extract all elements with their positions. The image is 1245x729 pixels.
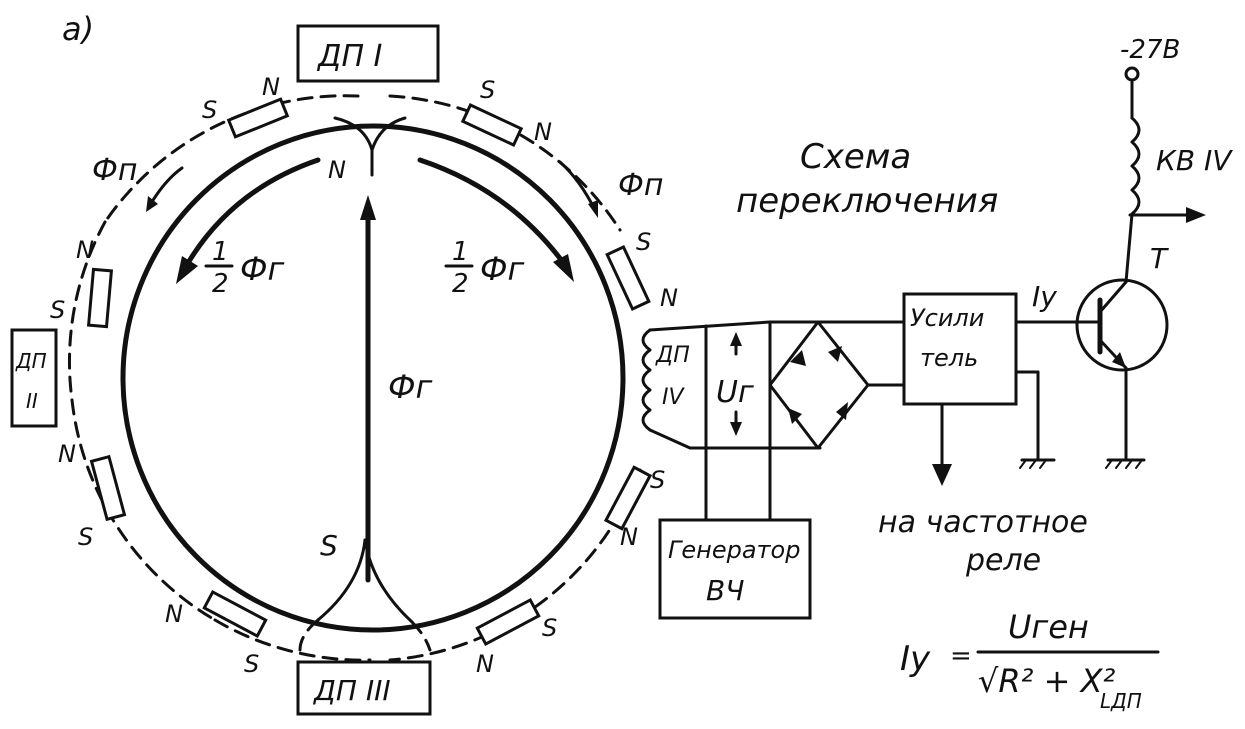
central-flux-arrow	[360, 195, 376, 583]
generator-label-1: Генератор	[668, 536, 800, 564]
formula-lhs: Iу	[900, 639, 931, 679]
magnet-left-lower	[89, 454, 127, 522]
transistor: Т	[1075, 242, 1169, 469]
sensor-bottom: ДП III	[296, 660, 432, 716]
formula-numerator: Uген	[1008, 608, 1089, 646]
output-line-2: реле	[965, 543, 1041, 578]
scheme-title-line-1: Схема	[800, 137, 911, 177]
pole-label: N	[262, 73, 280, 101]
formula-denominator: √R² + X²	[978, 662, 1116, 700]
relay-coil-label: КВ IV	[1156, 144, 1233, 177]
magnet-top-right	[460, 103, 524, 147]
pole-label: S	[542, 614, 557, 642]
pole-label: S	[650, 466, 665, 494]
transistor-label: Т	[1150, 242, 1169, 275]
half-numerator: 1	[212, 237, 229, 267]
formula-denominator-subscript: LДП	[1100, 689, 1142, 713]
magnet-right-lower	[603, 465, 653, 531]
pole-label: N	[165, 600, 183, 628]
pole-label: S	[480, 76, 495, 104]
amplifier-block: Усили тель	[902, 292, 1088, 486]
magnet-top-left	[226, 97, 290, 139]
phi-g-half-left: Фг	[240, 250, 285, 288]
magnet-bottom-right	[475, 597, 541, 647]
magnet-right-upper	[605, 245, 651, 311]
half-denominator: 2	[452, 269, 469, 299]
supply-label: -27В	[1120, 35, 1180, 65]
generator-label-2: ВЧ	[706, 574, 744, 607]
scheme-title: Схема переключения	[736, 137, 998, 221]
generator-block: Генератор ВЧ	[658, 446, 812, 620]
sensor-left-label-2: II	[26, 389, 38, 413]
phi-p-right: Фп	[618, 168, 663, 203]
voltage-measurement: Uг	[688, 324, 822, 450]
output-note: на частотное реле	[878, 505, 1088, 578]
voltage-label: Uг	[716, 375, 754, 410]
half-denominator: 2	[212, 269, 229, 299]
pole-label: S	[636, 228, 651, 256]
phi-p-left: Фп	[92, 153, 137, 188]
formula-equals: =	[950, 641, 972, 671]
flux-labels: Фп Фп 1 2 Фг 1 2 Фг Фг	[92, 153, 663, 406]
pole-label: N	[328, 156, 346, 184]
scheme-title-line-2: переключения	[736, 181, 998, 221]
figure-label: а)	[62, 10, 94, 48]
phi-g-half-right: Фг	[480, 250, 525, 288]
half-flux-arrows	[146, 157, 598, 284]
sensor-top-label: ДП I	[316, 39, 383, 74]
relay-coil: КВ IV -27В	[1120, 35, 1233, 284]
current-formula: Iу = Uген √R² + X² LДП	[900, 608, 1160, 713]
pole-label: N	[58, 440, 76, 468]
pole-label: N	[620, 523, 638, 551]
sensor-bottom-label: ДП III	[312, 674, 391, 707]
pole-label: N	[660, 284, 678, 312]
phi-g-center: Фг	[388, 368, 433, 406]
pole-label: S	[244, 650, 259, 678]
amplifier-label-1: Усили	[910, 304, 984, 332]
pole-label: S	[78, 523, 93, 551]
sensor-right-coil: ДП IV	[641, 320, 772, 450]
sensor-right-label-1: ДП	[655, 343, 690, 368]
pole-label: N	[476, 650, 494, 678]
current-label: Iу	[1032, 280, 1057, 313]
pole-label: N	[534, 118, 552, 146]
half-numerator: 1	[452, 237, 469, 267]
pole-label: S	[202, 96, 217, 124]
pole-label: N	[76, 236, 94, 264]
output-line-1: на частотное	[878, 505, 1088, 540]
pole-label: S	[320, 529, 338, 562]
amplifier-label-2: тель	[920, 344, 978, 372]
magnet-left-upper	[86, 267, 114, 329]
sensor-left: ДП II	[10, 328, 58, 428]
magnet-bottom-left	[202, 589, 268, 639]
pole-label: S	[50, 296, 65, 324]
bridge-rectifier	[768, 320, 906, 450]
sensor-left-label-1: ДП	[15, 349, 47, 373]
magnets	[86, 97, 653, 647]
pole-labels: S N S N N S N N S N S S N S N S S N	[50, 73, 678, 678]
sensor-top: ДП I	[296, 24, 440, 83]
sensor-right-label-2: IV	[662, 385, 685, 410]
